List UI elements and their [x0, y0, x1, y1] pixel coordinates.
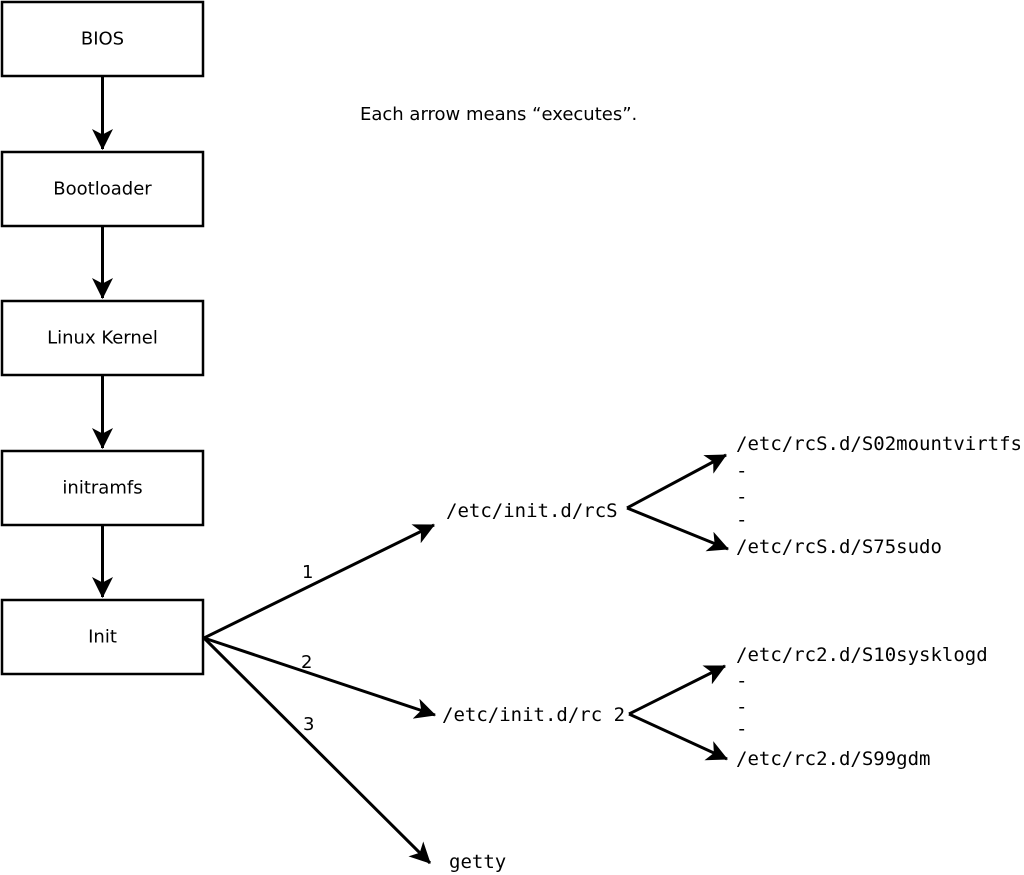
arrow-rcs-to-last-script: [626, 506, 729, 552]
node-init-label: Init: [88, 627, 117, 648]
node-bios-label: BIOS: [81, 29, 124, 50]
node-linux-kernel: Linux Kernel: [0, 299, 205, 377]
rc2-ellipsis-dash-2: -: [736, 696, 747, 718]
node-bios-box: [0, 0, 205, 78]
rc2-ellipsis-dash-3: -: [736, 718, 747, 740]
node-bios: BIOS: [0, 0, 205, 78]
arrow-rc2-to-first-script: [628, 664, 726, 716]
node-linux-kernel-box: [0, 299, 205, 377]
target-rc2-label: /etc/init.d/rc 2: [442, 704, 625, 726]
rcs-ellipsis-dash-1: -: [736, 460, 747, 482]
note-text: Each arrow means “executes”.: [360, 104, 637, 125]
rc2-first-script-label: /etc/rc2.d/S10sysklogd: [736, 644, 988, 666]
arrow-order-label-2: 2: [301, 652, 312, 673]
rcs-ellipsis-dash-3: -: [736, 509, 747, 531]
rcs-ellipsis-dash-2: -: [736, 486, 747, 508]
arrow-init-to-rc2: [203, 636, 436, 719]
arrow-rc2-to-last-script: [628, 712, 728, 761]
node-initramfs: initramfs: [0, 449, 205, 527]
arrow-rcs-to-first-script: [626, 453, 727, 510]
rcs-first-script-label: /etc/rcS.d/S02mountvirtfs: [736, 433, 1022, 455]
arrow-order-label-3: 3: [303, 714, 314, 735]
node-init-box: [0, 598, 205, 676]
arrow-init-to-getty: [202, 636, 432, 865]
arrow-init-to-rcs: [203, 523, 435, 640]
rc2-last-script-label: /etc/rc2.d/S99gdm: [736, 748, 930, 770]
rc2-ellipsis-dash-1: -: [736, 670, 747, 692]
rcs-last-script-label: /etc/rcS.d/S75sudo: [736, 536, 942, 558]
node-init: Init: [0, 598, 205, 676]
node-bootloader-box: [0, 150, 205, 228]
node-bootloader-label: Bootloader: [53, 179, 152, 200]
node-linux-kernel-label: Linux Kernel: [47, 328, 158, 349]
node-initramfs-label: initramfs: [62, 478, 142, 499]
arrow-order-label-1: 1: [302, 562, 313, 583]
node-bootloader: Bootloader: [0, 150, 205, 228]
target-rcs-label: /etc/init.d/rcS: [446, 500, 618, 522]
target-getty-label: getty: [449, 851, 506, 873]
